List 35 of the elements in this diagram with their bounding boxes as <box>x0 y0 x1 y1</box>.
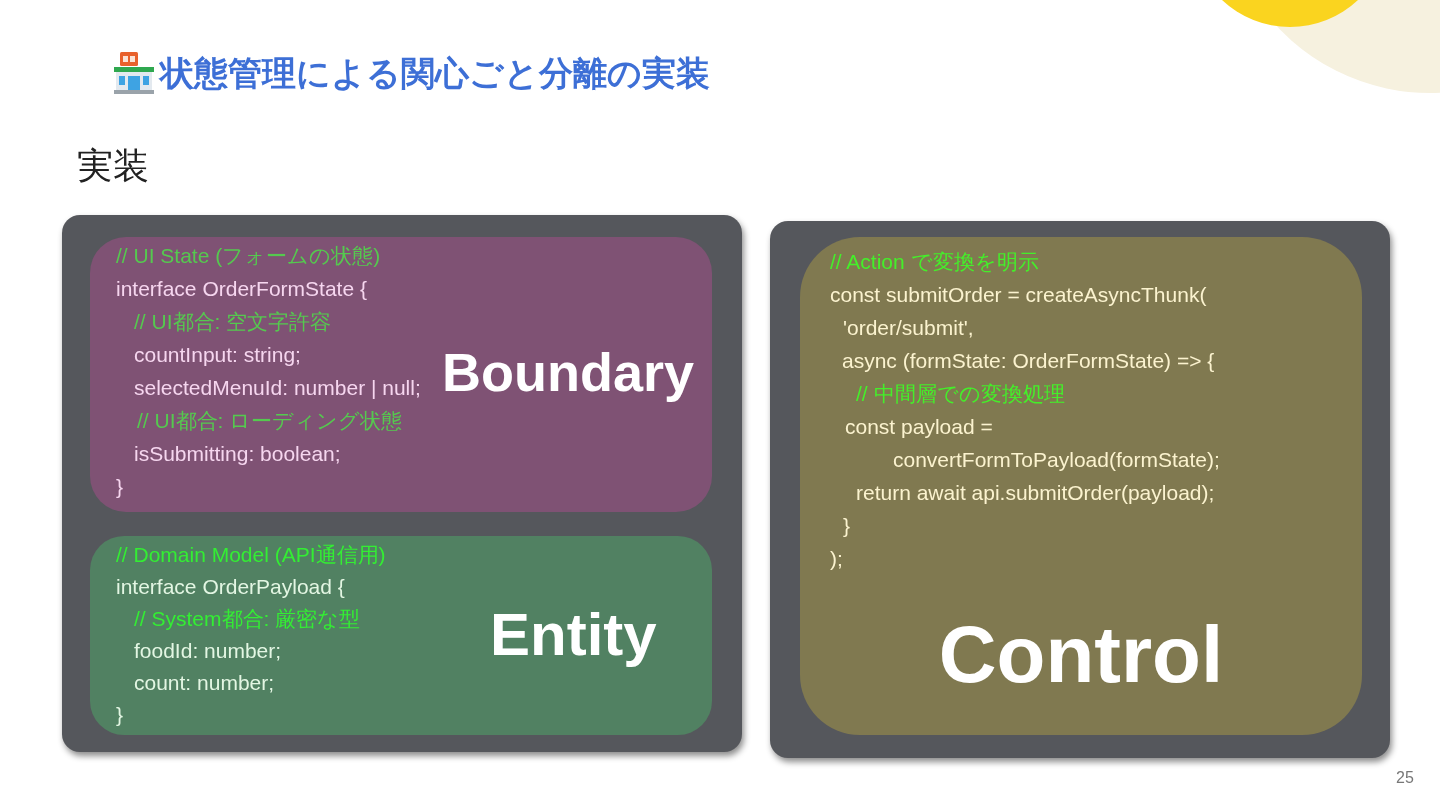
code-card <box>90 237 712 512</box>
code-panel <box>62 215 742 752</box>
code-comment: // UI都合: ローディング状態 <box>137 408 403 434</box>
code-line: ); <box>830 546 843 572</box>
code-comment: // UI State (フォームの状態) <box>116 243 381 269</box>
code-line: selectedMenuId: number | null; <box>134 375 421 401</box>
code-comment: // System都合: 厳密な型 <box>134 606 361 632</box>
code-panel <box>770 221 1390 758</box>
code-line: foodId: number; <box>134 638 282 664</box>
code-line: interface OrderPayload { <box>116 574 345 600</box>
code-line: async (formState: OrderFormState) => { <box>842 348 1215 374</box>
code-comment: // UI都合: 空文字許容 <box>134 309 332 335</box>
code-line: convertFormToPayload(formState); <box>893 447 1220 473</box>
card-heading: Entity <box>490 600 657 669</box>
slide-title: 状態管理による関心ごと分離の実装 <box>160 52 710 95</box>
code-line: 'order/submit', <box>843 315 974 341</box>
code-line: } <box>116 702 123 728</box>
code-line: isSubmitting: boolean; <box>134 441 341 467</box>
code-line: return await api.submitOrder(payload); <box>856 480 1215 506</box>
code-card <box>800 237 1362 735</box>
code-line: count: number; <box>134 670 275 696</box>
code-comment: // Action で変換を明示 <box>830 249 1039 275</box>
code-card <box>90 536 712 735</box>
code-comment: // Domain Model (API通信用) <box>116 542 386 568</box>
code-line: const submitOrder = createAsyncThunk( <box>830 282 1207 308</box>
code-line: const payload = <box>845 414 993 440</box>
card-heading: Control <box>937 609 1225 701</box>
slide-subtitle: 実装 <box>77 144 149 188</box>
code-line: interface OrderFormState { <box>116 276 367 302</box>
code-line: } <box>116 474 123 500</box>
code-line: countInput: string; <box>134 342 301 368</box>
code-comment: // 中間層での変換処理 <box>856 381 1065 407</box>
page-number: 25 <box>1396 768 1414 788</box>
card-heading: Boundary <box>442 341 695 404</box>
code-line: } <box>843 513 850 539</box>
